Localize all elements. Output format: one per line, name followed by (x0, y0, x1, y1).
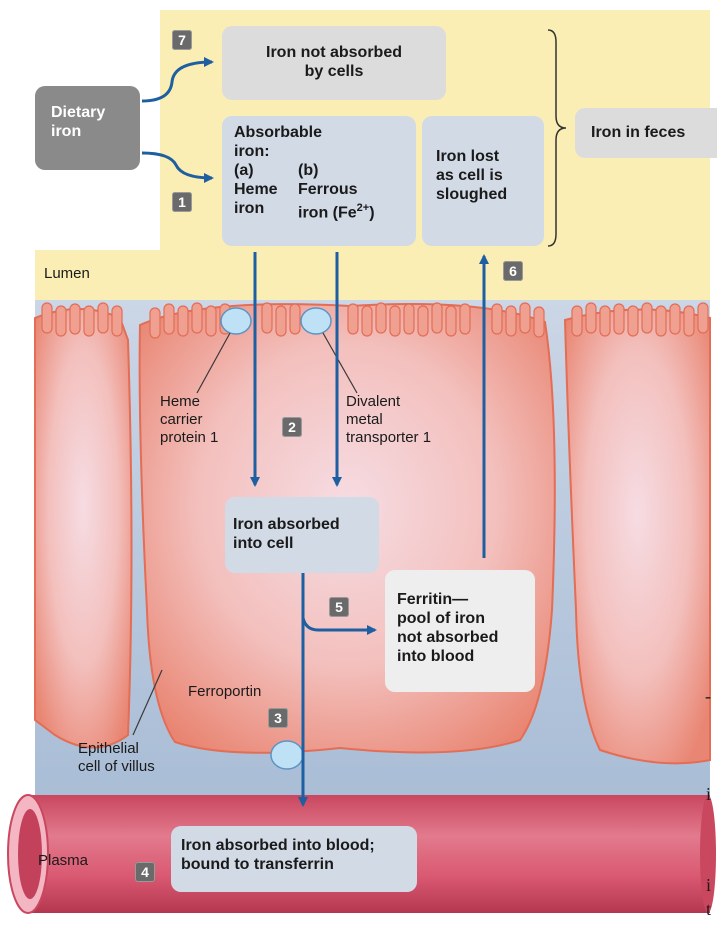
lumen-label: Lumen (44, 265, 90, 283)
absorbed-cell-line2: into cell (233, 534, 379, 553)
iron-absorbed-cell-box: Iron absorbed into cell (225, 497, 379, 573)
margin-text-4: t (706, 899, 711, 920)
plasma-label: Plasma (38, 852, 88, 870)
iron-lost-line3: sloughed (436, 185, 544, 204)
divalent-metal-transporter-1 (301, 308, 331, 334)
step-badge-4: 4 (135, 862, 155, 882)
iron-lost-line2: as cell is (436, 166, 544, 185)
heme-carrier-line1: Heme (160, 393, 218, 411)
ferroportin-label: Ferroportin (188, 683, 261, 701)
margin-text-3: i (706, 875, 711, 896)
margin-text-1: - (705, 686, 711, 707)
heme-iron-line1: Heme (234, 180, 278, 199)
heme-carrier-label: Heme carrier protein 1 (160, 393, 218, 447)
iron-absorbed-blood-box: Iron absorbed into blood; bound to trans… (171, 826, 417, 892)
epithelial-cell-right (565, 309, 710, 763)
step-badge-6: 6 (503, 261, 523, 281)
ferritin-box: Ferritin— pool of iron not absorbed into… (385, 570, 535, 692)
absorbed-blood-line1: Iron absorbed into blood; (181, 836, 417, 855)
step-badge-1: 1 (172, 192, 192, 212)
step-badge-7: 7 (172, 30, 192, 50)
absorbable-iron-box: Absorbable iron: (a) Heme iron (b) Ferro… (222, 116, 416, 246)
step-badge-2: 2 (282, 417, 302, 437)
ferrous-iron-label: (b) (298, 161, 375, 180)
divalent-line1: Divalent (346, 393, 431, 411)
iron-lost-box: Iron lost as cell is sloughed (422, 116, 544, 246)
epithelial-label: Epithelial cell of villus (78, 740, 155, 776)
dietary-iron-line2: iron (51, 122, 140, 141)
iron-in-feces-box: Iron in feces (575, 108, 717, 158)
step-badge-3: 3 (268, 708, 288, 728)
ferritin-line4: into blood (397, 647, 535, 666)
epithelial-cell-left (35, 309, 132, 748)
step-badge-5: 5 (329, 597, 349, 617)
dietary-iron-box: Dietary iron (35, 86, 140, 170)
heme-iron-label: (a) (234, 161, 278, 180)
heme-carrier-protein-1 (221, 308, 251, 334)
iron-in-feces-text: Iron in feces (591, 124, 685, 141)
divalent-line3: transporter 1 (346, 429, 431, 447)
ferritin-line1: Ferritin— (397, 590, 535, 609)
absorbable-line2: iron: (234, 142, 416, 161)
heme-iron-line2: iron (234, 199, 278, 218)
heme-carrier-line3: protein 1 (160, 429, 218, 447)
ferrous-iron-line2: iron (Fe2+) (298, 199, 375, 222)
ferroportin-protein (271, 741, 303, 769)
ferritin-line3: not absorbed (397, 628, 535, 647)
iron-lost-line1: Iron lost (436, 147, 544, 166)
epithelial-line2: cell of villus (78, 758, 155, 776)
divalent-transporter-label: Divalent metal transporter 1 (346, 393, 431, 447)
ferritin-line2: pool of iron (397, 609, 535, 628)
epithelial-line1: Epithelial (78, 740, 155, 758)
absorbed-cell-line1: Iron absorbed (233, 515, 379, 534)
margin-text-2: i (706, 784, 711, 805)
absorbed-blood-line2: bound to transferrin (181, 855, 417, 874)
absorbable-line1: Absorbable (234, 123, 416, 142)
heme-carrier-line2: carrier (160, 411, 218, 429)
iron-not-absorbed-line2: by cells (222, 62, 446, 81)
divalent-line2: metal (346, 411, 431, 429)
ferrous-iron-line1: Ferrous (298, 180, 375, 199)
iron-not-absorbed-box: Iron not absorbed by cells (222, 26, 446, 100)
dietary-iron-line1: Dietary (51, 103, 140, 122)
iron-not-absorbed-line1: Iron not absorbed (222, 43, 446, 62)
